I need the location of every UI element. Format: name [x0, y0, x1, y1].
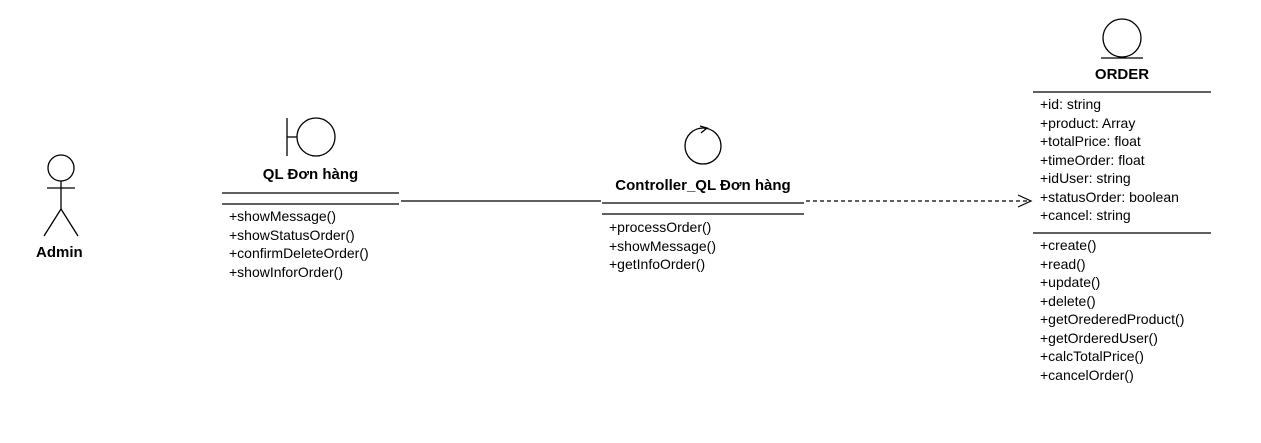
entity-icon — [1101, 18, 1143, 59]
boundary-class-dividers — [222, 192, 399, 205]
control-methods: +processOrder() +showMessage() +getInfoO… — [609, 218, 716, 274]
boundary-icon — [286, 117, 336, 157]
entity-attribute: +timeOrder: float — [1040, 151, 1145, 168]
entity-method: +update() — [1040, 274, 1101, 290]
dependency-arrow[interactable] — [806, 194, 1033, 208]
entity-attribute: +product: Array — [1040, 114, 1136, 131]
control-icon — [684, 125, 722, 165]
boundary-method: +confirmDeleteOrder() — [229, 245, 369, 261]
entity-method: +getOrederedProduct() — [1040, 311, 1185, 327]
control-method: +processOrder() — [609, 219, 712, 235]
entity-attribute: +idUser: string — [1040, 170, 1131, 186]
entity-method: +create() — [1040, 237, 1097, 253]
boundary-method: +showStatusOrder() — [229, 226, 355, 243]
entity-method: +cancelOrder() — [1040, 366, 1134, 383]
entity-method: +read() — [1040, 255, 1086, 272]
entity-attribute: +cancel: string — [1040, 207, 1131, 223]
entity-attributes: +id: string +product: Array +totalPrice:… — [1040, 95, 1179, 225]
entity-class-dividers — [1033, 91, 1211, 234]
entity-method: +getOrderedUser() — [1040, 329, 1158, 346]
actor-label: Admin — [36, 244, 83, 261]
entity-attribute: +totalPrice: float — [1040, 133, 1141, 149]
control-title: Controller_QL Đơn hàng — [615, 177, 791, 194]
actor-admin-icon[interactable] — [43, 154, 79, 237]
entity-title: ORDER — [1094, 66, 1150, 83]
control-method: +showMessage() — [609, 237, 716, 254]
entity-method: +calcTotalPrice() — [1040, 348, 1144, 364]
boundary-title: QL Đơn hàng — [262, 166, 359, 183]
entity-method: +delete() — [1040, 292, 1096, 309]
entity-attribute: +statusOrder: boolean — [1040, 188, 1179, 205]
boundary-methods: +showMessage() +showStatusOrder() +confi… — [229, 207, 369, 281]
entity-attribute: +id: string — [1040, 96, 1102, 112]
control-method: +getInfoOrder() — [609, 256, 706, 272]
entity-methods: +create() +read() +update() +delete() +g… — [1040, 236, 1184, 384]
boundary-method: +showInforOrder() — [229, 263, 343, 280]
boundary-method: +showMessage() — [229, 208, 336, 224]
control-class-dividers — [602, 202, 804, 215]
